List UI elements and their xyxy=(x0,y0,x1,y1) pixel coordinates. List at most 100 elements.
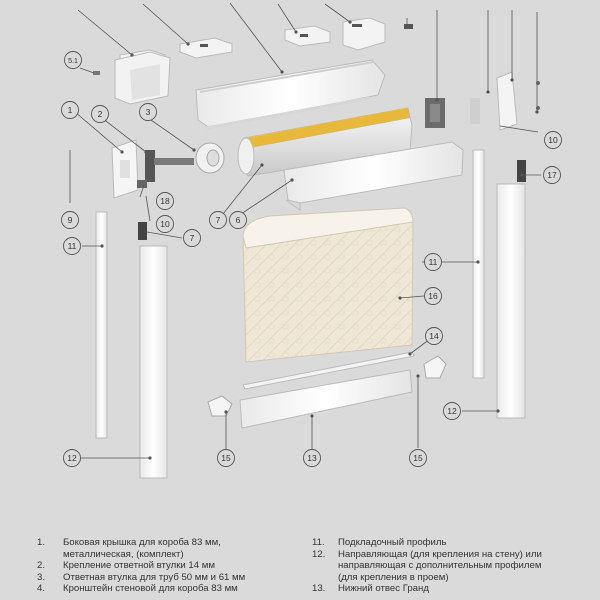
small-screw-top xyxy=(404,24,413,29)
callout-circle xyxy=(63,237,81,255)
callout-c10a: 10 xyxy=(156,215,174,233)
callout-c15b: 15 xyxy=(409,449,427,467)
idler-plug xyxy=(195,142,225,174)
callout-circle xyxy=(544,131,562,149)
legend-row: направляющая с дополнительным профилем xyxy=(312,560,562,572)
callout-circle xyxy=(61,211,79,229)
side-bracket-5-1 xyxy=(93,51,171,105)
bottom-end-clip-right xyxy=(423,355,447,379)
callout-c15a: 15 xyxy=(217,449,235,467)
callout-c7b: 7 xyxy=(183,229,201,247)
callout-label: 15 xyxy=(413,453,423,463)
callout-c12a: 12 xyxy=(63,449,81,467)
chain-clip-right xyxy=(517,160,526,182)
legend-right: 11. Подкладочный профиль 12. Направляющая (… xyxy=(312,537,562,595)
callout-c1: 1 xyxy=(61,101,79,119)
legend-number: 2. xyxy=(37,560,46,571)
callout-c3: 3 xyxy=(139,103,157,121)
legend-number xyxy=(37,549,63,561)
callout-label: 7 xyxy=(190,233,195,243)
legend-number: 13. xyxy=(312,583,326,594)
legend-row: 2. Крепление ответной втулки 14 мм xyxy=(37,560,267,572)
callout-label: 10 xyxy=(548,135,558,145)
spindle-mount xyxy=(137,150,194,188)
callout-circle xyxy=(63,449,81,467)
left-end-cap xyxy=(111,139,139,199)
callout-c7a: 7 xyxy=(209,211,227,229)
callout-label: 16 xyxy=(428,291,438,301)
callout-c5_1: 5.1 xyxy=(64,51,82,69)
chain-clip-left xyxy=(138,222,147,240)
callout-c10b: 10 xyxy=(544,131,562,149)
front-cover-profile xyxy=(283,141,464,211)
legend-row: (для крепления в проем) xyxy=(312,572,562,584)
callout-circle xyxy=(443,402,461,420)
legend-number: 1. xyxy=(37,537,46,548)
bottom-rail xyxy=(239,369,413,429)
legend-text: Направляющая (для крепления на стену) ил… xyxy=(338,548,542,560)
legend-text: Ответная втулка для труб 50 мм и 61 мм xyxy=(63,571,246,583)
legend-number: 12. xyxy=(312,548,326,560)
callout-circle xyxy=(409,449,427,467)
callout-circle xyxy=(183,229,201,247)
callout-label: 12 xyxy=(67,453,77,463)
roller-fabric xyxy=(242,207,414,363)
legend-row: 4. Кронштейн стеновой для короба 83 мм xyxy=(37,583,267,595)
callout-label: 5.1 xyxy=(68,58,78,65)
legend-text: направляющая с дополнительным профилем xyxy=(338,560,542,571)
callout-label: 6 xyxy=(236,215,241,225)
legend-row: 3. Ответная втулка для труб 50 мм и 61 мм xyxy=(37,572,267,584)
legend-number xyxy=(312,572,338,584)
left-spacer-profile xyxy=(95,211,108,439)
legend-number xyxy=(312,560,338,572)
callout-circle xyxy=(424,253,442,271)
legend-number: 11. xyxy=(312,537,325,548)
bottom-end-clip-left xyxy=(207,395,233,417)
legend-text: Крепление ответной втулки 14 мм xyxy=(63,560,215,571)
cassette-box-profile xyxy=(195,59,386,130)
leader-dots xyxy=(100,20,539,460)
callout-circle xyxy=(156,215,174,233)
legend-text: Подкладочный профиль xyxy=(338,537,447,548)
callout-c6: 6 xyxy=(229,211,247,229)
callout-c17: 17 xyxy=(543,166,561,184)
callout-circle xyxy=(156,192,174,210)
legend-text: Кронштейн стеновой для короба 83 мм xyxy=(63,583,238,594)
legend-row: 13. Нижний отвес Гранд xyxy=(312,583,562,595)
callout-circle xyxy=(543,166,561,184)
callout-circle xyxy=(424,287,442,305)
callout-circle xyxy=(209,211,227,229)
legend-text: Нижний отвес Гранд xyxy=(338,583,429,594)
callout-circle xyxy=(91,105,109,123)
callout-label: 15 xyxy=(221,453,231,463)
callout-circle xyxy=(64,51,82,69)
callout-circle xyxy=(61,101,79,119)
callout-circle xyxy=(425,327,443,345)
callout-c13: 13 xyxy=(303,449,321,467)
legend-text: (для крепления в проем) xyxy=(338,571,449,583)
left-guide-rail xyxy=(139,245,168,479)
bottom-weight-rod xyxy=(242,351,415,390)
callout-label: 11 xyxy=(68,241,77,251)
callout-circle xyxy=(217,449,235,467)
callout-label: 2 xyxy=(98,109,103,119)
callout-label: 1 xyxy=(68,105,73,115)
right-guide-rail xyxy=(496,183,526,419)
callout-circle xyxy=(303,449,321,467)
right-bracket xyxy=(425,71,540,131)
callout-label: 17 xyxy=(547,170,557,180)
callout-c9: 9 xyxy=(61,211,79,229)
legend-number: 4. xyxy=(37,583,46,594)
callout-c16: 16 xyxy=(424,287,442,305)
callout-c2: 2 xyxy=(91,105,109,123)
callout-label: 10 xyxy=(160,219,170,229)
legend-number: 3. xyxy=(37,571,46,583)
top-side-cap xyxy=(342,17,386,51)
callout-c11a: 11 xyxy=(63,237,81,255)
legend-left: 1.Боковая крышка для короба 83 мм,металл… xyxy=(37,537,267,595)
callout-circle xyxy=(139,103,157,121)
callout-c14: 14 xyxy=(425,327,443,345)
callout-label: 7 xyxy=(216,215,221,225)
